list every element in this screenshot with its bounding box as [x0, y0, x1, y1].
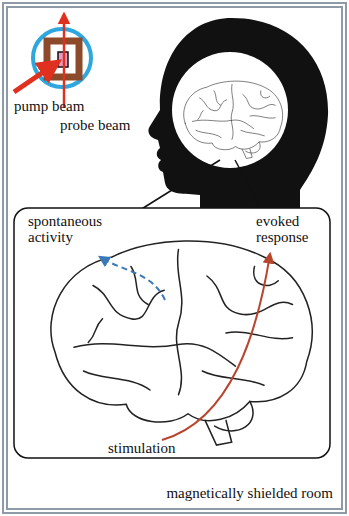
annotation-label: evoked response: [256, 213, 326, 245]
annotation-label: stimulation: [108, 440, 208, 456]
annotation-label: probe beam: [60, 117, 150, 133]
annotation-label: pump beam: [14, 98, 104, 114]
room-label: magnetically shielded room: [166, 485, 333, 502]
annotation-label: spontaneous activity: [28, 213, 120, 245]
